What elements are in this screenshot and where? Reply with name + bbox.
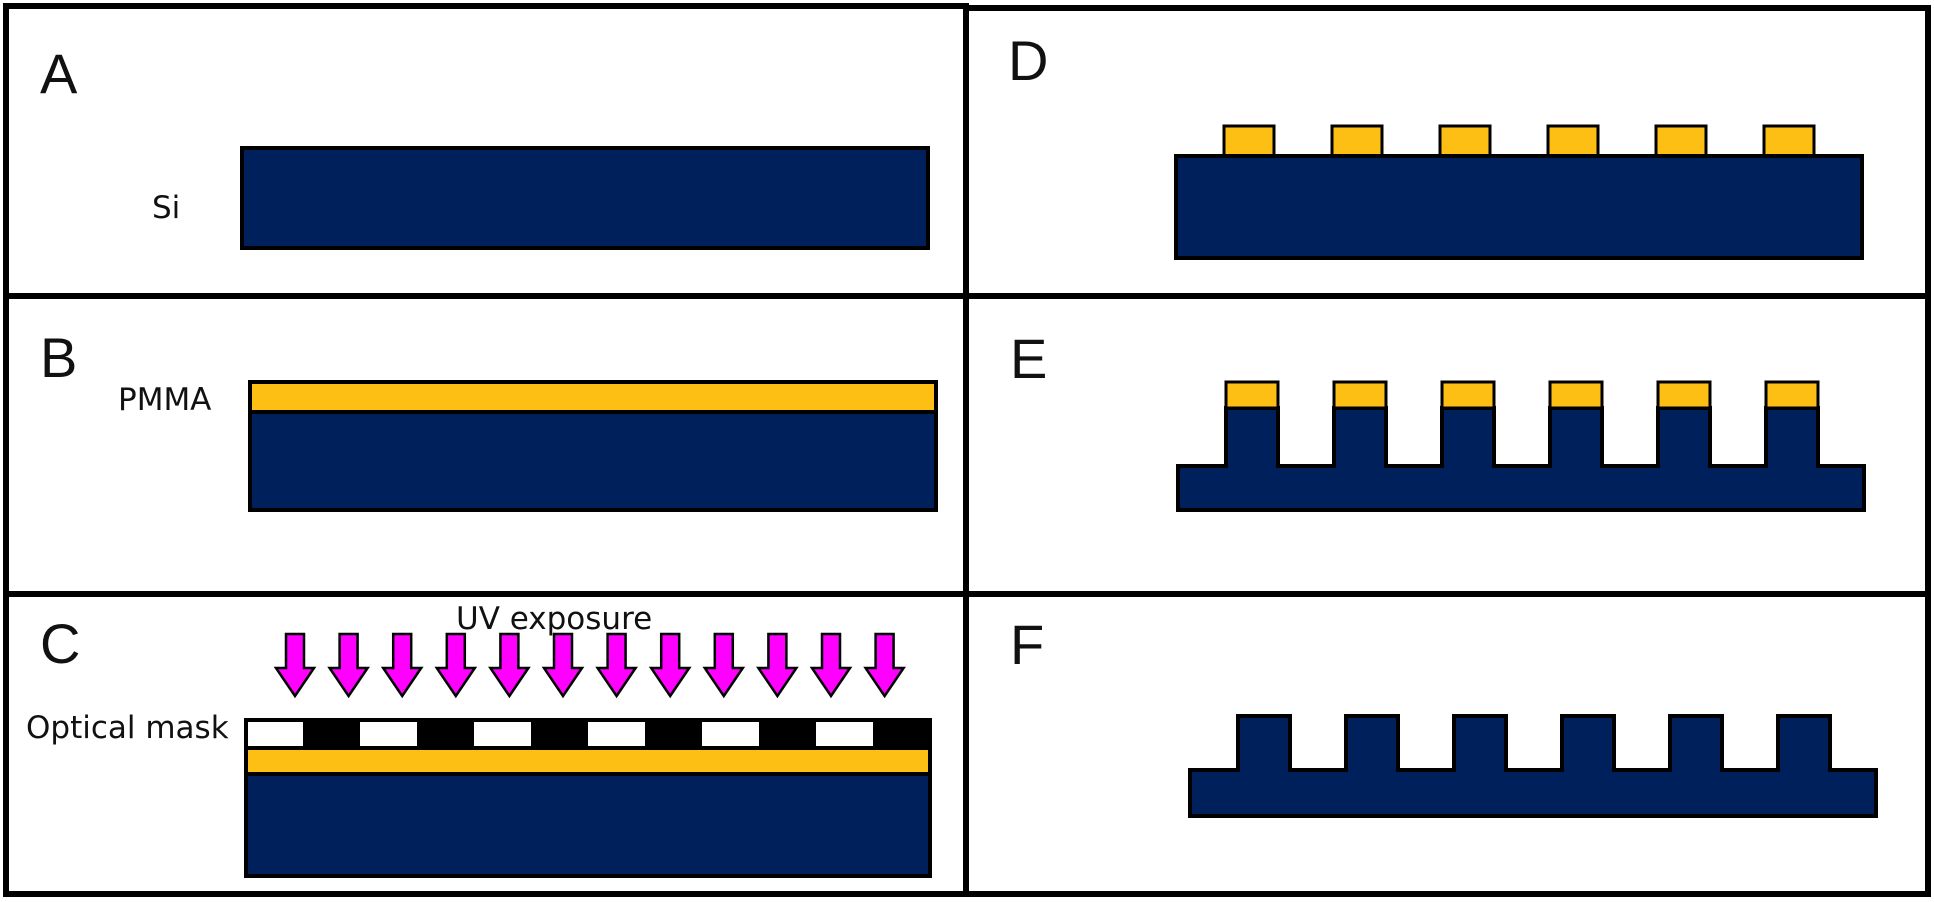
panel-e-etched-silicon [1176, 406, 1866, 512]
pmma-feature [1546, 124, 1600, 158]
mask-clear-segment [816, 720, 874, 748]
optical-mask [244, 718, 932, 750]
panel-a-silicon-substrate [240, 146, 930, 250]
panel-c-silicon-substrate [244, 772, 932, 878]
mask-clear-segment [246, 720, 304, 748]
pmma-feature [1654, 124, 1708, 158]
panel-b-pmma-layer [248, 380, 938, 414]
panel-e-pmma-caps [1224, 380, 1820, 410]
uv-arrow [434, 632, 478, 699]
uv-arrow [541, 632, 585, 699]
panel-a-letter: A [40, 42, 78, 105]
mask-opaque-segment [417, 720, 475, 748]
pmma-feature [1762, 124, 1816, 158]
mask-opaque-segment [531, 720, 589, 748]
pmma-cap [1656, 380, 1712, 410]
mask-opaque-segment [873, 720, 931, 748]
panel-d-letter: D [1008, 29, 1048, 92]
silicon-label: Si [152, 190, 180, 226]
pmma-label: PMMA [118, 382, 211, 418]
panel-b-silicon-substrate [248, 410, 938, 512]
panel-c-letter: C [40, 612, 80, 675]
uv-arrow-group [273, 632, 906, 699]
panel-f-letter: F [1010, 613, 1044, 676]
pmma-cap [1332, 380, 1388, 410]
mask-opaque-segment [759, 720, 817, 748]
uv-arrow [380, 632, 424, 699]
pmma-cap [1548, 380, 1604, 410]
uv-arrow [756, 632, 799, 699]
mask-clear-segment [588, 720, 646, 748]
mask-clear-segment [360, 720, 418, 748]
panel-f-frame [963, 591, 1931, 897]
optical-mask-label: Optical mask [26, 710, 229, 746]
panel-c-pmma-layer [244, 746, 932, 776]
uv-arrow [648, 632, 692, 699]
mask-opaque-segment [303, 720, 361, 748]
uv-arrow [863, 632, 906, 699]
pmma-feature [1222, 124, 1276, 158]
pmma-cap [1764, 380, 1820, 410]
panel-b-letter: B [40, 326, 77, 389]
uv-arrow [702, 632, 746, 699]
uv-arrow [327, 632, 370, 699]
pmma-feature [1330, 124, 1384, 158]
uv-arrow [273, 632, 317, 699]
mask-clear-segment [702, 720, 760, 748]
uv-exposure-label: UV exposure [456, 601, 652, 637]
panel-e-letter: E [1010, 327, 1047, 390]
pmma-cap [1440, 380, 1496, 410]
uv-arrow [488, 632, 531, 699]
uv-arrow [595, 632, 638, 699]
panel-d-silicon-substrate [1174, 154, 1864, 260]
panel-f-silicon-grating [1188, 714, 1878, 818]
uv-arrow [809, 632, 853, 699]
pmma-feature [1438, 124, 1492, 158]
mask-opaque-segment [645, 720, 703, 748]
panel-d-pmma-features [1222, 124, 1816, 158]
pmma-cap [1224, 380, 1280, 410]
mask-clear-segment [474, 720, 532, 748]
